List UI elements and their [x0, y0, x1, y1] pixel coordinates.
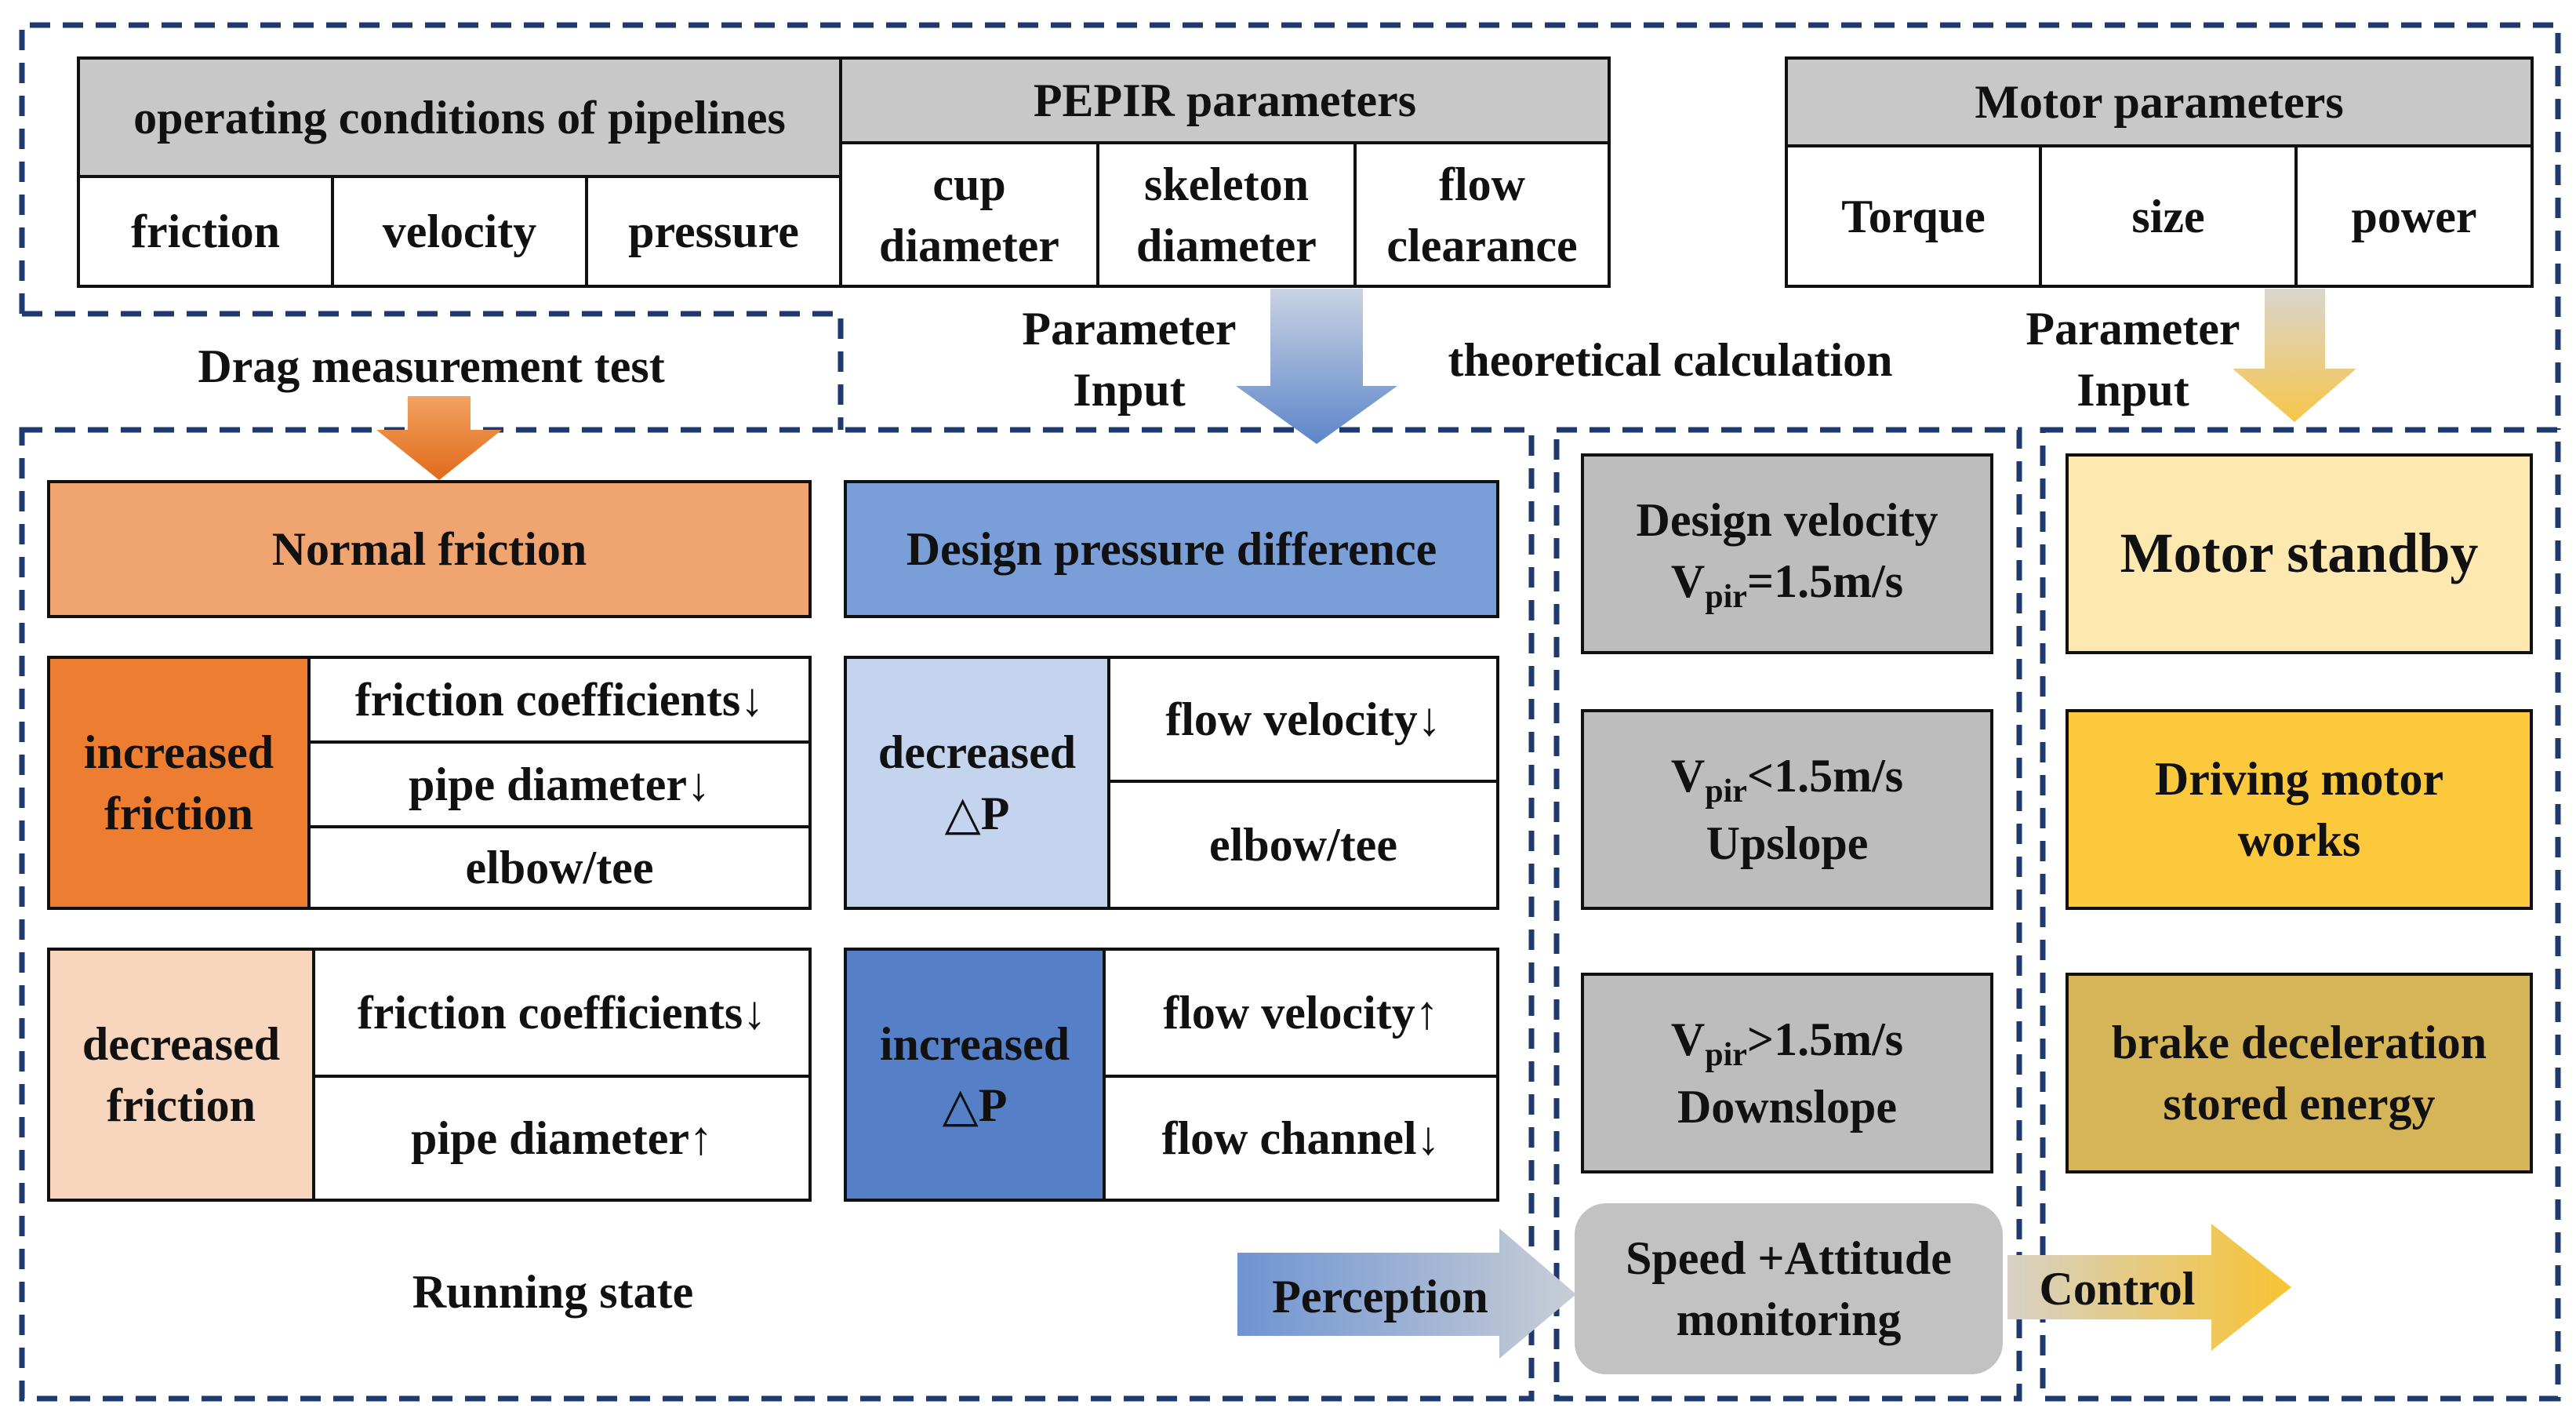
drag-test-label: Drag measurement test	[198, 340, 665, 392]
decreased-friction-row-2-text: pipe diameter↑	[411, 1112, 713, 1164]
upslope-label: Upslope	[1706, 817, 1869, 870]
upslope-formula: Vpir<1.5m/s	[1671, 745, 1903, 813]
decreased-dp-row-2-text: elbow/tee	[1209, 819, 1397, 871]
perception-label: Perception	[1272, 1271, 1488, 1323]
upslope-symbol: V	[1670, 749, 1706, 802]
pipelines-cell-velocity: velocity	[331, 175, 588, 288]
pepir-cell-skeleton-diameter-text: skeleton diameter	[1136, 158, 1317, 271]
design-velocity-box: Design velocity Vpir=1.5m/s	[1581, 453, 1993, 654]
driving-motor-box: Driving motor works	[2066, 709, 2533, 910]
brake-text: brake deceleration stored energy	[2111, 1017, 2487, 1130]
increased-friction-row-1-text: friction coefficients↓	[354, 674, 765, 726]
dashed-region-right	[2040, 427, 2561, 1402]
motor-cell-torque: Torque	[1785, 144, 2042, 288]
increased-friction-row-3-text: elbow/tee	[465, 842, 654, 893]
upslope-subscript: pir	[1705, 773, 1747, 810]
downslope-value: >1.5m/s	[1746, 1013, 1904, 1065]
control-arrow	[2007, 1224, 2291, 1351]
driving-motor-text: Driving motor works	[2154, 753, 2444, 866]
pipelines-header: operating conditions of pipelines	[77, 56, 842, 178]
normal-friction-box: Normal friction	[47, 480, 812, 618]
motor-cell-size: size	[2039, 144, 2298, 288]
decreased-dp-row-1-text: flow velocity↓	[1165, 693, 1441, 745]
parameter-input-right-label: Parameter Input	[2026, 303, 2240, 416]
design-velocity-subscript: pir	[1705, 578, 1747, 615]
downslope-box: Vpir>1.5m/s Downslope	[1581, 973, 1993, 1173]
increased-dp-row-1-text: flow velocity↑	[1163, 987, 1439, 1039]
pepir-cell-skeleton-diameter: skeleton diameter	[1096, 141, 1357, 288]
running-state-label: Running state	[412, 1266, 694, 1318]
motor-cell-size-text: size	[2131, 190, 2205, 242]
design-velocity-symbol: V	[1670, 555, 1706, 607]
pepir-cell-cup-diameter-text: cup diameter	[879, 158, 1059, 271]
decreased-dp-label-box: decreased △P	[844, 656, 1110, 910]
pipelines-cell-velocity-text: velocity	[382, 206, 537, 257]
upslope-value: <1.5m/s	[1746, 749, 1904, 802]
pepir-header: PEPIR parameters	[839, 56, 1611, 144]
dashed-region-middle	[1553, 427, 2022, 1402]
motor-cell-power: power	[2294, 144, 2534, 288]
theoretical-calculation-label: theoretical calculation	[1448, 334, 1893, 386]
pipelines-cell-pressure-text: pressure	[628, 206, 799, 257]
increased-friction-label-box: increased friction	[47, 656, 311, 910]
pipelines-cell-friction-text: friction	[131, 206, 280, 257]
parameter-input-right-arrow	[2233, 289, 2356, 422]
dashed-region-top-lower-edge	[22, 311, 844, 430]
pepir-cell-cup-diameter: cup diameter	[839, 141, 1099, 288]
parameter-input-left-label: Parameter Input	[1022, 303, 1237, 416]
downslope-formula: Vpir>1.5m/s	[1671, 1009, 1903, 1077]
dashed-region-left	[19, 427, 1535, 1402]
motor-header: Motor parameters	[1785, 56, 2534, 147]
increased-friction-row-2-text: pipe diameter↓	[409, 759, 710, 810]
decreased-friction-label: decreased friction	[82, 1018, 281, 1131]
increased-dp-row-2: flow channel↓	[1103, 1075, 1499, 1202]
monitoring-box: Speed +Attitude monitoring	[1575, 1203, 2003, 1374]
increased-dp-label: increased △P	[879, 1018, 1070, 1131]
pepir-header-text: PEPIR parameters	[1033, 75, 1417, 126]
upslope-box: Vpir<1.5m/s Upslope	[1581, 709, 1993, 910]
design-velocity-value: =1.5m/s	[1746, 555, 1904, 607]
decreased-dp-row-1: flow velocity↓	[1107, 656, 1499, 783]
increased-friction-row-2: pipe diameter↓	[307, 740, 812, 828]
motor-header-text: Motor parameters	[1975, 76, 2344, 128]
motor-standby-box: Motor standby	[2066, 453, 2533, 654]
decreased-friction-row-1: friction coefficients↓	[312, 948, 812, 1078]
decreased-friction-label-box: decreased friction	[47, 948, 315, 1202]
monitoring-text: Speed +Attitude monitoring	[1626, 1232, 1952, 1345]
increased-dp-row-1: flow velocity↑	[1103, 948, 1499, 1078]
decreased-friction-row-1-text: friction coefficients↓	[357, 987, 767, 1039]
design-velocity-title: Design velocity	[1636, 493, 1938, 546]
drag-test-arrow	[376, 396, 502, 480]
pipelines-cell-friction: friction	[77, 175, 334, 288]
increased-friction-row-3: elbow/tee	[307, 825, 812, 910]
downslope-symbol: V	[1670, 1013, 1706, 1065]
brake-box: brake deceleration stored energy	[2066, 973, 2533, 1173]
control-label: Control	[2039, 1263, 2196, 1315]
decreased-friction-row-2: pipe diameter↑	[312, 1075, 812, 1202]
pepir-cell-flow-clearance-text: flow clearance	[1386, 158, 1578, 271]
parameter-input-left-arrow	[1236, 289, 1397, 444]
pipelines-header-text: operating conditions of pipelines	[133, 91, 786, 144]
design-velocity-formula: Vpir=1.5m/s	[1671, 551, 1903, 619]
downslope-label: Downslope	[1677, 1081, 1898, 1133]
motor-cell-power-text: power	[2351, 190, 2477, 242]
normal-friction-text: Normal friction	[271, 523, 587, 575]
increased-friction-label: increased friction	[83, 726, 274, 839]
increased-dp-row-2-text: flow channel↓	[1161, 1112, 1441, 1164]
dashed-region-top	[19, 22, 2561, 430]
design-pressure-text: Design pressure difference	[906, 523, 1437, 575]
perception-arrow	[1237, 1228, 1576, 1359]
pipelines-cell-pressure: pressure	[585, 175, 842, 288]
decreased-dp-label: decreased △P	[877, 726, 1077, 839]
increased-friction-row-1: friction coefficients↓	[307, 656, 812, 744]
motor-standby-text: Motor standby	[2120, 522, 2479, 585]
downslope-subscript: pir	[1705, 1036, 1747, 1073]
pepir-cell-flow-clearance: flow clearance	[1353, 141, 1611, 288]
motor-cell-torque-text: Torque	[1841, 190, 1986, 242]
decreased-dp-row-2: elbow/tee	[1107, 780, 1499, 910]
design-pressure-box: Design pressure difference	[844, 480, 1499, 618]
increased-dp-label-box: increased △P	[844, 948, 1106, 1202]
